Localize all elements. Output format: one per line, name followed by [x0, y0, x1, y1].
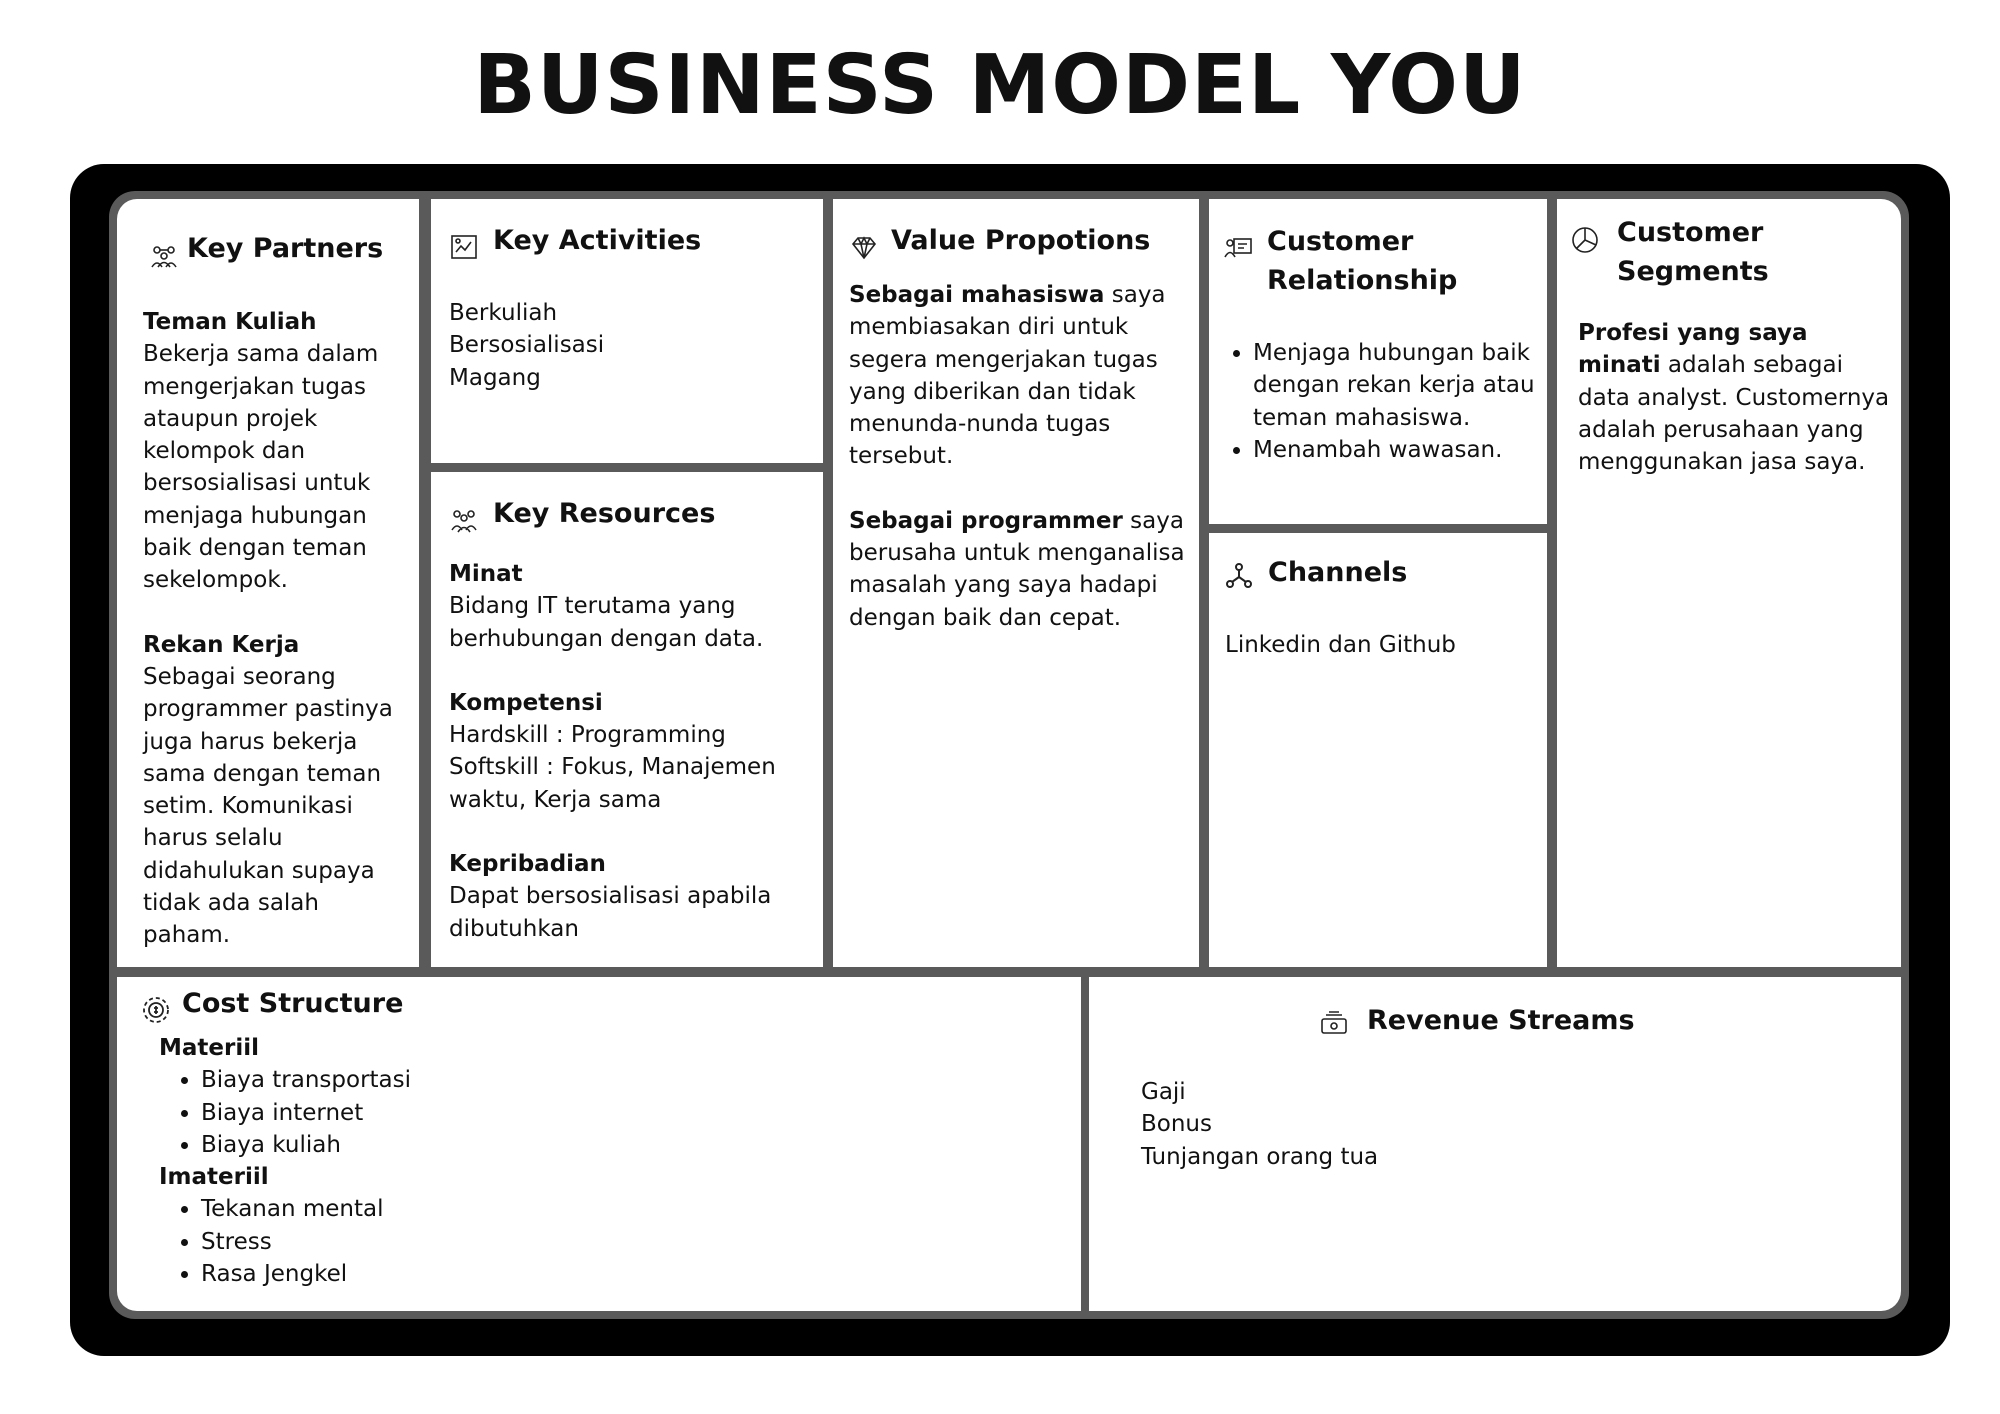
key-partners-text-2: Sebagai seorang programmer pastinya juga… [143, 663, 393, 949]
key-partners-title: Key Partners [187, 233, 384, 264]
list-item: Biaya internet [201, 1097, 759, 1129]
cost-structure-body: Materiil Biaya transportasi Biaya intern… [159, 1032, 759, 1290]
revenue-streams-title: Revenue Streams [1367, 1005, 1635, 1036]
list-item: Tekanan mental [201, 1193, 759, 1225]
key-resources-heading-1: Minat [449, 561, 523, 587]
cost-structure-section: Cost Structure Materiil Biaya transporta… [117, 977, 1081, 1311]
cost-gear-icon [143, 997, 169, 1023]
pie-segments-icon [1572, 227, 1598, 253]
key-resources-line: Softskill : Fokus, Manajemen waktu, Kerj… [449, 754, 776, 813]
canvas-board: Key Partners Teman Kuliah Bekerja sama d… [109, 191, 1909, 1319]
revenue-streams-section: Revenue Streams Gaji Bonus Tunjangan ora… [1089, 977, 1901, 1311]
key-activities-item: Bersosialisasi [449, 332, 605, 359]
channels-body: Linkedin dan Github [1225, 632, 1456, 658]
customer-segments-title-line-1: Customer [1617, 217, 1764, 248]
value-proposition-2: Sebagai programmer saya berusaha untuk m… [849, 507, 1185, 631]
diamond-icon [851, 236, 877, 260]
key-resources-line: Bidang IT terutama yang berhubungan deng… [449, 593, 764, 652]
key-resources-heading-3: Kepribadian [449, 851, 606, 878]
key-resources-title: Key Resources [493, 498, 716, 529]
list-item: Rasa Jengkel [201, 1258, 759, 1290]
key-resources-heading-2: Kompetensi [449, 689, 603, 716]
customer-relationship-title-line-1: Customer [1267, 226, 1414, 257]
customer-relationship-body: Menjaga hubungan baik dengan rekan kerja… [1211, 337, 1541, 466]
channels-title: Channels [1268, 557, 1408, 588]
customer-segments-title: Customer Segments [1617, 213, 1769, 291]
team-resources-icon [451, 510, 477, 533]
key-activities-section: Key Activities Berkuliah Bersosialisasi … [431, 199, 823, 463]
customer-segments-body: Profesi yang saya minati adalah sebagai … [1578, 317, 1896, 478]
revenue-money-icon [1321, 1011, 1347, 1034]
customer-relationship-title: Customer Relationship [1267, 222, 1457, 300]
list-item: Menambah wawasan. [1253, 434, 1541, 466]
key-partners-body: Teman Kuliah Bekerja sama dalam mengerja… [143, 306, 413, 952]
revenue-streams-item: Bonus [1141, 1111, 1212, 1138]
key-partners-text-1: Bekerja sama dalam mengerjakan tugas ata… [143, 341, 379, 594]
revenue-streams-item: Gaji [1141, 1079, 1186, 1105]
customer-segments-section: Customer Segments Profesi yang saya mina… [1557, 199, 1901, 967]
value-proposition-1: Sebagai mahasiswa saya membiasakan diri … [849, 282, 1166, 470]
list-item: Biaya transportasi [201, 1064, 759, 1096]
cost-structure-title: Cost Structure [182, 988, 404, 1019]
cost-structure-heading-2: Imateriil [159, 1164, 269, 1191]
list-item: Biaya kuliah [201, 1129, 759, 1161]
list-item: Menjaga hubungan baik dengan rekan kerja… [1253, 337, 1541, 434]
cost-structure-heading-1: Materiil [159, 1035, 259, 1061]
key-activities-body: Berkuliah Bersosialisasi Magang [449, 297, 809, 394]
key-partners-section: Key Partners Teman Kuliah Bekerja sama d… [117, 199, 419, 967]
page-title: BUSINESS MODEL YOU [473, 38, 1527, 133]
value-propositions-body: Sebagai mahasiswa saya membiasakan diri … [849, 279, 1191, 634]
customer-segments-title-line-2: Segments [1617, 256, 1769, 287]
customer-relationship-section: Customer Relationship Menjaga hubungan b… [1209, 199, 1547, 524]
key-partners-heading-2: Rekan Kerja [143, 631, 300, 658]
channels-network-icon [1226, 563, 1252, 588]
value-propositions-title: Value Propotions [891, 225, 1151, 256]
revenue-streams-body: Gaji Bonus Tunjangan orang tua [1141, 1076, 1741, 1173]
customer-relationship-icon [1224, 238, 1252, 258]
key-resources-line: Dapat bersosialisasi apabila dibutuhkan [449, 883, 772, 942]
key-resources-body: Minat Bidang IT terutama yang berhubunga… [449, 558, 814, 945]
key-partners-heading-1: Teman Kuliah [143, 309, 317, 335]
key-activities-title: Key Activities [493, 225, 702, 256]
activity-board-icon [451, 235, 477, 259]
people-network-icon [151, 246, 177, 268]
customer-segments-text: Profesi yang saya minati adalah sebagai … [1578, 320, 1890, 476]
revenue-streams-item: Tunjangan orang tua [1141, 1143, 1379, 1170]
channels-section: Channels Linkedin dan Github [1209, 533, 1547, 967]
value-propositions-section: Value Propotions Sebagai mahasiswa saya … [833, 199, 1199, 967]
key-activities-item: Berkuliah [449, 300, 558, 326]
customer-relationship-title-line-2: Relationship [1267, 265, 1458, 296]
key-resources-line: Hardskill : Programming [449, 722, 726, 749]
list-item: Stress [201, 1226, 759, 1258]
key-activities-item: Magang [449, 364, 541, 391]
key-resources-section: Key Resources Minat Bidang IT terutama y… [431, 472, 823, 967]
